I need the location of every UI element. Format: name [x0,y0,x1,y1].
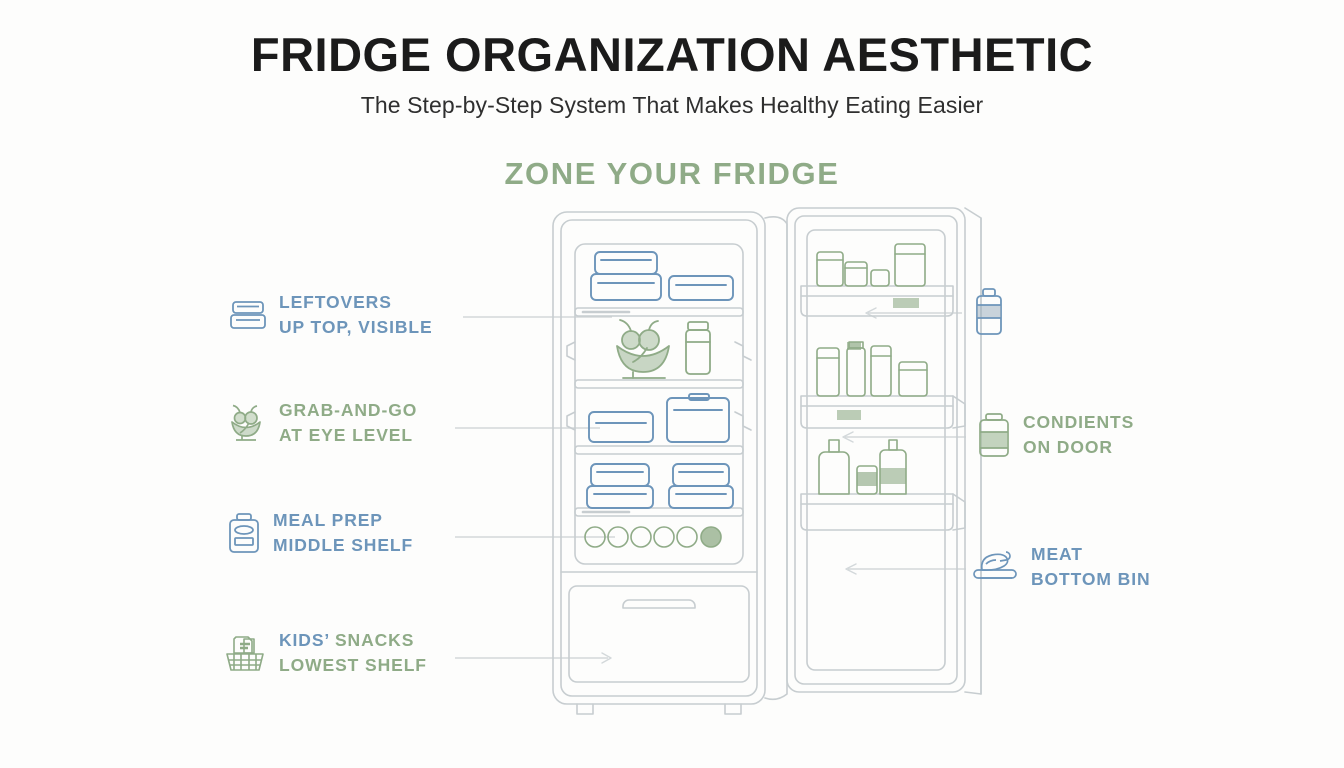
label-kids-snacks-line1: KIDS’ SNACKS [279,630,414,650]
label-door-bottle[interactable] [972,286,1017,338]
label-leftovers[interactable]: LEFTOVERS UP TOP, VISIBLE [228,290,433,341]
label-kids-snacks-snacks: SNACKS [334,630,415,650]
label-meal-prep-line1: MEAL PREP [273,510,383,530]
label-meal-prep-line2: MIDDLE SHELF [273,535,414,556]
condiment-jar-icon [976,411,1012,459]
label-grab-and-go-line2: AT EYE LEVEL [279,425,413,446]
meat-ham-icon [972,546,1020,588]
label-grab-and-go-line1: GRAB-AND-GO [279,400,418,420]
snack-basket-icon [222,631,268,675]
label-kids-snacks[interactable]: KIDS’ SNACKS LOWEST SHELF [222,628,427,679]
label-leftovers-line1: LEFTOVERS [279,292,392,312]
open-refrigerator-illustration [552,207,982,715]
milk-bottle-icon [972,286,1006,338]
label-meat-line1: MEAT [1031,544,1083,564]
page-subtitle: The Step-by-Step System That Makes Healt… [360,92,984,118]
label-leftovers-line2: UP TOP, VISIBLE [279,317,433,338]
label-condients-line1: CONDIENTS [1023,412,1135,432]
label-kids-snacks-kids: KIDS’ [279,630,335,650]
label-condients[interactable]: CONDIENTS ON DOOR [976,410,1134,461]
fruit-bowl-icon [224,402,268,444]
label-meal-prep[interactable]: MEAL PREP MIDDLE SHELF [226,508,413,559]
label-grab-and-go[interactable]: GRAB-AND-GO AT EYE LEVEL [224,398,417,449]
label-kids-snacks-line2: LOWEST SHELF [279,655,427,676]
jar-icon [226,511,262,555]
label-meat-line2: BOTTOM BIN [1031,569,1151,590]
stacked-containers-icon [228,295,268,335]
section-heading: ZONE YOUR FRIDGE [504,156,840,191]
page-title: FRIDGE ORGANIZATION AESTHETIC [250,28,1094,81]
label-meat[interactable]: MEAT BOTTOM BIN [972,542,1151,593]
label-condients-line2: ON DOOR [1023,437,1113,458]
